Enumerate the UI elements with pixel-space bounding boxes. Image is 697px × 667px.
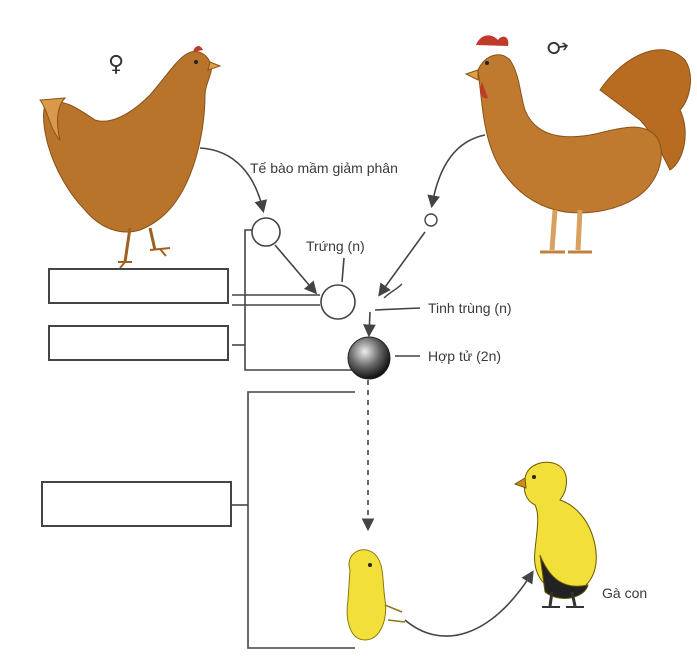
egg-label: Trứng (n) [306, 238, 365, 254]
zygote-label: Hợp tử (2n) [428, 348, 501, 364]
egg-cell [321, 285, 355, 319]
rooster-illustration [466, 35, 690, 252]
embryo-illustration [347, 550, 405, 640]
chick-illustration [515, 462, 596, 607]
answer-box-2[interactable] [48, 325, 229, 361]
sperm-label: Tinh trùng (n) [428, 300, 512, 316]
female-germ-cell [252, 218, 280, 246]
zygote-cell [348, 337, 390, 379]
answer-box-1[interactable] [48, 268, 229, 304]
hen-illustration [40, 46, 220, 268]
answer-box-3[interactable] [41, 481, 232, 527]
male-germ-cell [425, 214, 437, 226]
meiosis-label: Tế bào mầm giảm phân [250, 160, 398, 176]
chick-label: Gà con [602, 585, 647, 601]
female-symbol: ♀ [108, 52, 124, 77]
